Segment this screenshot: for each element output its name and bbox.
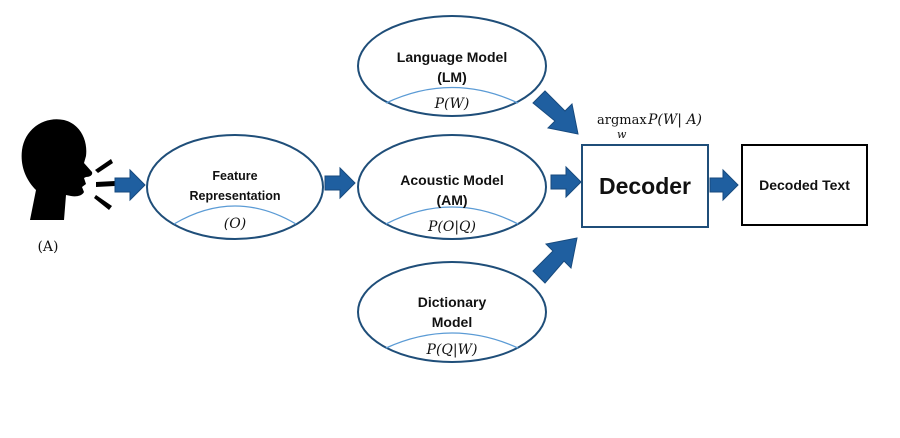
acoustic-model-label-line2: (AM) (436, 192, 467, 208)
dictionary-model-node: Dictionary Model P(Q|W) (357, 261, 547, 363)
arrow-decoder-to-text (709, 168, 739, 202)
decoder-label: Decoder (599, 173, 691, 199)
acoustic-model-node: Acoustic Model (AM) P(O|Q) (357, 134, 547, 240)
speaker-label: (A) (37, 239, 58, 255)
feature-label-line2: Representation (190, 189, 281, 203)
argmax-subscript: w (617, 128, 627, 141)
language-model-formula: P(W) (434, 96, 470, 112)
argmax-expression: P(W| A) (647, 112, 702, 128)
speaker-head-icon (21, 119, 115, 220)
decoder-node: Decoder (581, 144, 709, 228)
arrow-dictionary-to-decoder (532, 237, 578, 284)
arrow-speaker-to-feature (114, 168, 146, 202)
dictionary-model-formula: P(Q|W) (426, 342, 478, 358)
language-model-label-line1: Language Model (397, 49, 507, 65)
decoded-text-node: Decoded Text (741, 144, 868, 226)
dictionary-model-label-line1: Dictionary (418, 294, 487, 310)
language-model-node: Language Model (LM) P(W) (357, 15, 547, 117)
arrow-lm-to-decoder (532, 90, 579, 135)
speech-line-2 (96, 181, 115, 187)
acoustic-model-formula: P(O|Q) (427, 219, 476, 235)
dictionary-model-label-line2: Model (432, 314, 472, 330)
speech-line-1 (95, 159, 113, 173)
arrow-acoustic-to-decoder (550, 165, 582, 199)
acoustic-model-label-line1: Acoustic Model (400, 172, 503, 188)
feature-formula: (O) (224, 216, 246, 232)
language-model-label-line2: (LM) (437, 69, 467, 85)
decoder-formula: argmax w P(W| A) (597, 112, 702, 141)
speech-line-3 (94, 195, 112, 210)
arrow-feature-to-acoustic (324, 166, 356, 200)
decoded-text-label: Decoded Text (759, 177, 850, 193)
argmax-operator: argmax (597, 113, 647, 128)
feature-representation-node: Feature Representation (O) (146, 134, 324, 240)
feature-label-line1: Feature (212, 169, 257, 183)
